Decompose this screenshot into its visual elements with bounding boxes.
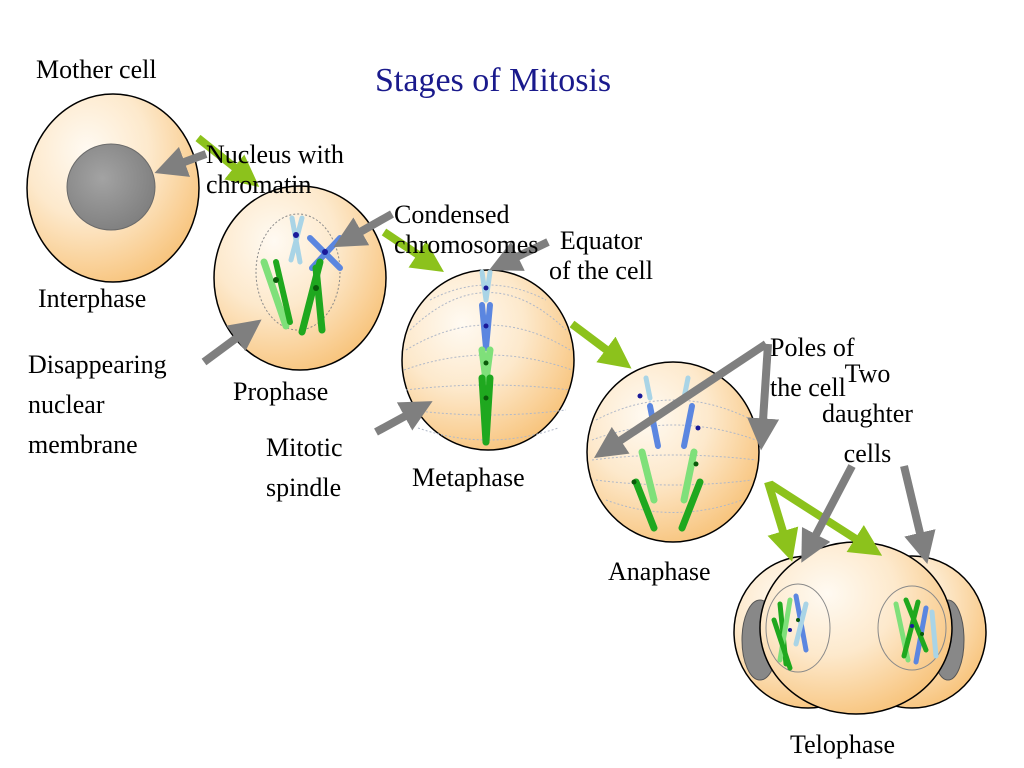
anaphase-cell	[586, 361, 760, 543]
label-mitotic-spindle: Mitotic spindle	[266, 433, 343, 502]
arrow-anaphase-to-telophase-left	[764, 480, 799, 562]
metaphase-chromosomes	[478, 269, 494, 446]
prophase-chromosome-green	[298, 258, 326, 336]
telophase-cells	[733, 541, 987, 715]
telophase-right-nucleus	[877, 585, 947, 671]
pointer-arrows	[154, 146, 936, 565]
interphase-cell	[26, 93, 200, 283]
pointer-mitotic-spindle	[374, 401, 433, 436]
pointer-daughter-right	[900, 465, 936, 565]
label-anaphase: Anaphase	[608, 557, 711, 586]
pointer-pole-right	[747, 343, 780, 451]
label-disappearing-nuclear-membrane: Disappearing nuclear membrane	[28, 350, 167, 459]
label-condensed-chromosomes: Condensed chromosomes	[394, 200, 539, 259]
arrow-metaphase-to-anaphase	[569, 320, 632, 369]
arrow-anaphase-to-telophase-right	[767, 480, 883, 556]
pointer-pole-left	[593, 340, 769, 458]
label-nucleus-with-chromatin: Nucleus with chromatin	[206, 140, 344, 199]
diagram-title: Stages of Mitosis	[375, 62, 612, 99]
label-interphase: Interphase	[38, 284, 147, 313]
prophase-chromosome-light-green	[260, 258, 293, 330]
label-mother-cell: Mother cell	[36, 55, 157, 84]
label-telophase: Telophase	[790, 730, 896, 759]
pointer-condensed-chromosomes	[333, 210, 394, 248]
progression-arrows	[195, 134, 883, 562]
pointer-nucleus	[154, 146, 208, 177]
label-prophase: Prophase	[233, 377, 329, 406]
prophase-chromosome-light-blue	[288, 215, 305, 265]
telophase-left-nucleus	[765, 583, 831, 673]
prophase-cell	[213, 185, 387, 371]
pointer-nuclear-membrane	[201, 319, 262, 366]
anaphase-chromosomes-right	[678, 375, 704, 532]
arrow-prophase-to-metaphase	[381, 228, 444, 272]
pointer-daughter-left	[801, 464, 856, 563]
prophase-nuclear-membrane	[255, 213, 341, 331]
label-metaphase: Metaphase	[412, 463, 525, 492]
label-two-daughter-cells: Two daughter cells	[822, 359, 913, 468]
anaphase-chromosomes-left	[631, 375, 661, 532]
interphase-nucleus	[66, 143, 156, 231]
label-poles-of-the-cell: Poles of the cell	[770, 333, 855, 402]
metaphase-cell	[401, 269, 575, 451]
label-equator-of-the-cell: Equator of the cell	[549, 226, 653, 285]
arrow-interphase-to-prophase	[195, 134, 260, 187]
pointer-equator	[489, 238, 550, 271]
